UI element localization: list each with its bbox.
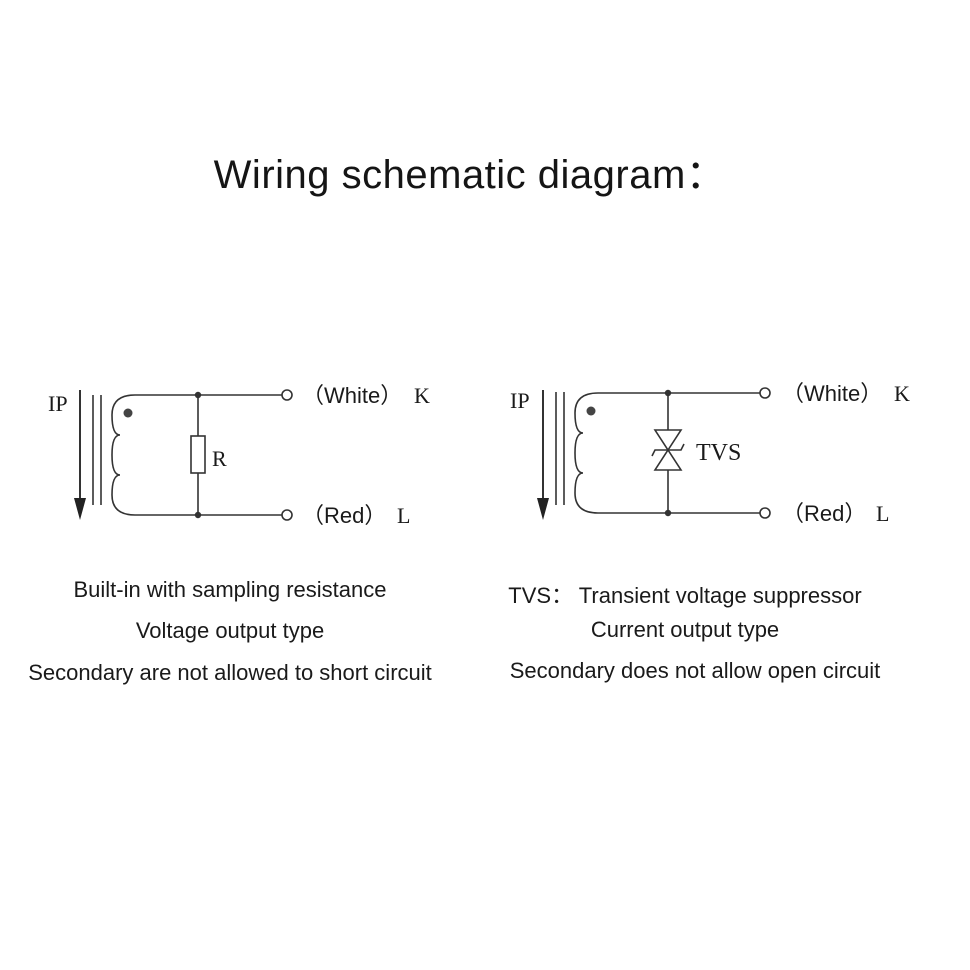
left-resistor-symbol — [190, 435, 206, 474]
right-terminal-k-label: （White） K — [782, 381, 910, 406]
right-caption-line-3: Secondary does not allow open circuit — [509, 658, 881, 683]
left-terminal-k-pin: K — [414, 383, 430, 408]
right-caption-line-1: TVS： Transient voltage suppressor — [508, 583, 862, 608]
left-secondary-coil — [111, 394, 198, 516]
left-caption-line-2: Voltage output type — [135, 618, 325, 643]
left-current-arrow-head — [74, 498, 86, 520]
right-terminal-k-color: （White） — [782, 381, 882, 406]
left-caption-line-3: Secondary are not allowed to short circu… — [28, 660, 432, 685]
right-terminal-k-pin: K — [894, 381, 910, 406]
left-terminal-l — [281, 509, 293, 521]
right-terminal-l-label: （Red） L — [782, 501, 889, 526]
left-terminal-k — [281, 389, 293, 401]
right-tvs-bar — [651, 443, 685, 457]
right-terminal-l-color: （Red） — [782, 501, 866, 526]
left-terminal-k-color: （White） — [302, 383, 402, 408]
right-current-arrow-head — [537, 498, 549, 520]
right-tvs-lower-triangle — [653, 448, 683, 471]
right-terminal-l-pin: L — [876, 501, 889, 526]
left-polarity-dot — [123, 408, 133, 418]
right-terminal-k — [759, 387, 771, 399]
right-circuit-schematic: IP TVS （White） K （Red） L — [510, 381, 910, 526]
right-polarity-dot — [586, 406, 596, 416]
left-terminal-l-label: （Red） L — [302, 503, 410, 528]
diagram-title: Wiring schematic diagram： — [213, 153, 727, 197]
left-terminal-k-label: （White） K — [302, 383, 430, 408]
right-terminal-l — [759, 507, 771, 519]
right-tvs-label: TVS — [696, 440, 741, 466]
left-terminal-l-color: （Red） — [302, 503, 386, 528]
right-ip-label: IP — [510, 388, 530, 413]
left-resistor-label: R — [212, 446, 227, 471]
left-terminal-l-pin: L — [397, 503, 410, 528]
left-circuit-schematic: IP R （White） K （Red） L — [48, 383, 430, 528]
left-caption-line-1: Built-in with sampling resistance — [73, 577, 387, 602]
right-caption-line-2: Current output type — [590, 617, 780, 642]
left-ip-label: IP — [48, 391, 68, 416]
right-tvs-upper-triangle — [653, 429, 683, 452]
right-secondary-coil — [574, 392, 668, 514]
